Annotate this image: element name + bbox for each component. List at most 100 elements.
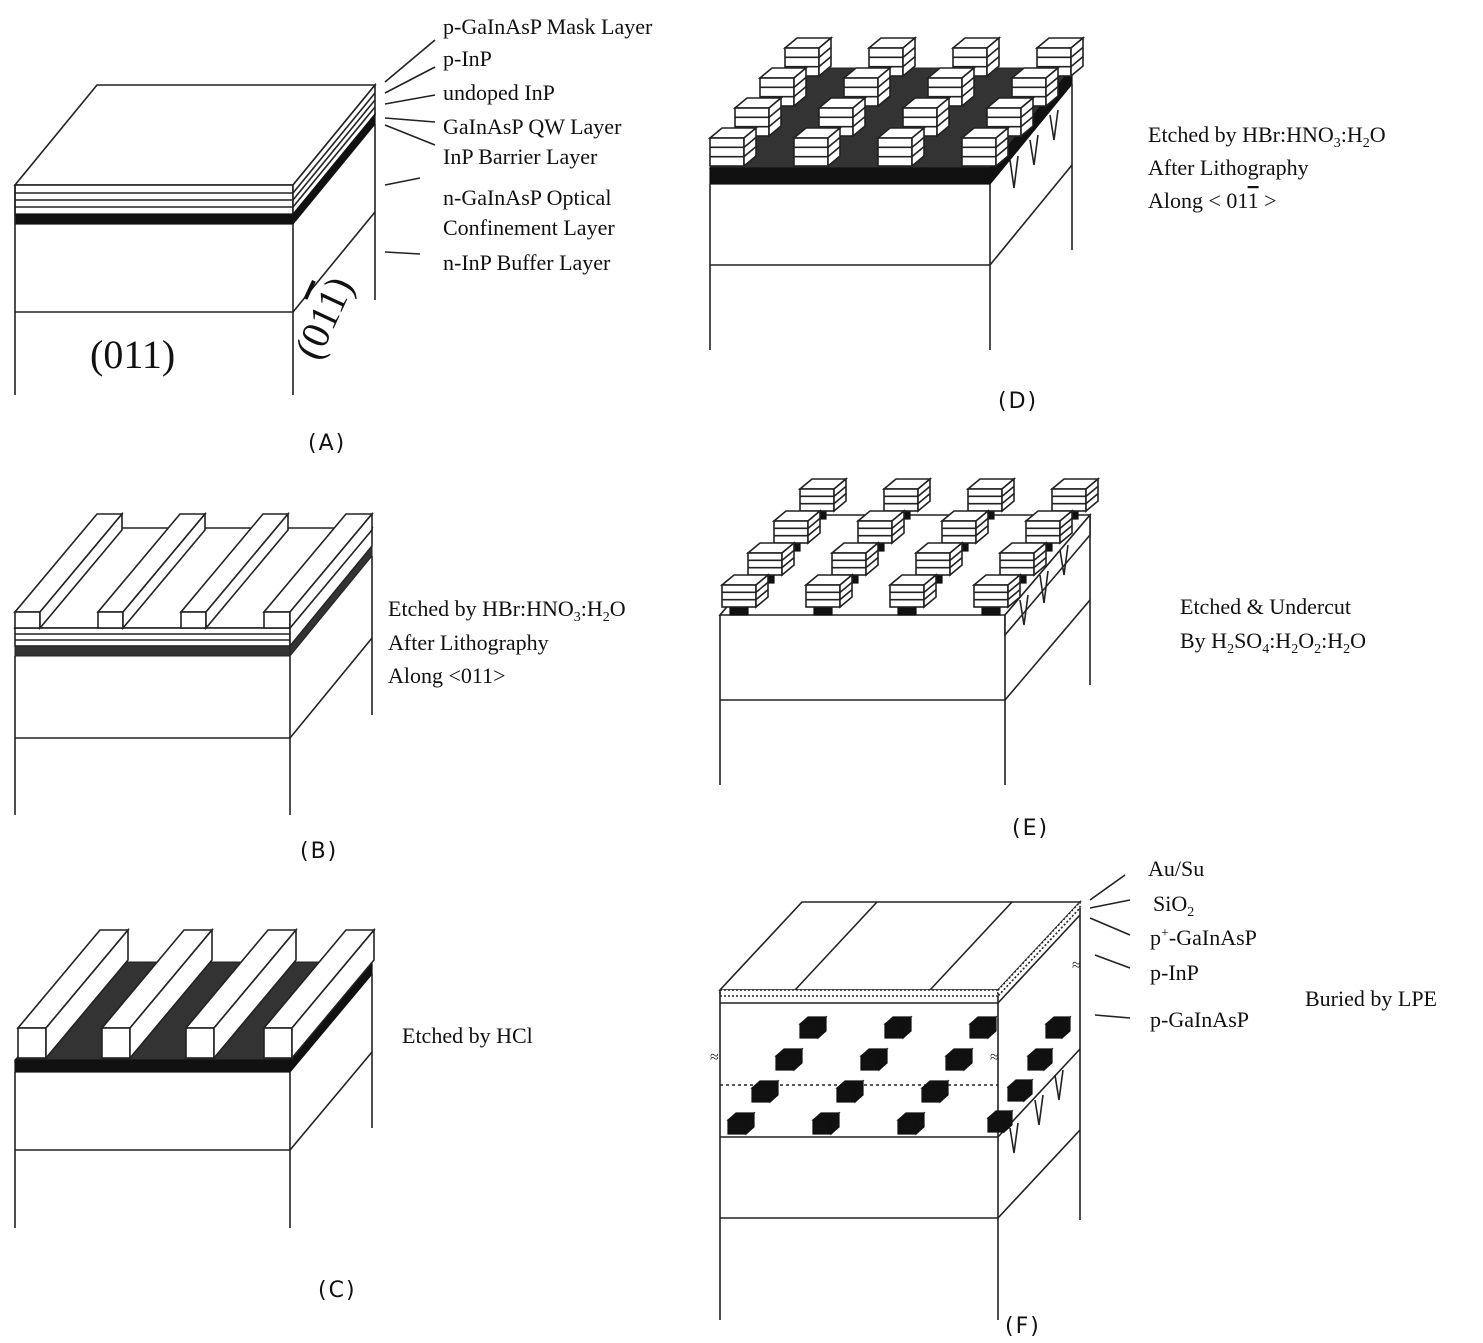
mesa-cube xyxy=(791,126,843,168)
mesa-cube xyxy=(803,573,855,609)
panel-e-note-line2: By H2SO4:H2O2:H2O xyxy=(1180,628,1366,657)
mesa-cube xyxy=(1006,1078,1034,1103)
mesa-cube xyxy=(971,573,1023,609)
panel-a-leader-lines xyxy=(384,39,436,255)
panel-f-caption: (F) xyxy=(1005,1314,1041,1339)
panel-c: Etched by HCl (C) xyxy=(13,927,533,1303)
panel-a-plane-011-label: (011) xyxy=(90,332,175,377)
mesa-cube xyxy=(1049,477,1101,513)
mesa-cube xyxy=(707,126,759,168)
sio-sub: 2 xyxy=(1187,905,1194,920)
layer-label-confinement: Confinement Layer xyxy=(443,215,615,240)
mesa-cube xyxy=(726,1111,756,1136)
mesa-cube xyxy=(1026,1047,1054,1072)
mesa-cube xyxy=(887,573,939,609)
panel-b-note-line1: Etched by HBr:HNO3:H2O xyxy=(388,596,626,625)
mesa-cube xyxy=(920,1079,950,1104)
panel-a-block xyxy=(13,82,377,395)
mesa-cube xyxy=(939,509,991,545)
break-mark: ≈ xyxy=(710,1049,719,1066)
layer-label-p-inp: p-InP xyxy=(443,46,492,71)
mesa-cube xyxy=(913,541,965,577)
d-mid: :H xyxy=(1341,122,1363,147)
b-sub1: 3 xyxy=(574,610,581,625)
panel-a: (011) (011) p-GaInAsP Mask Layer p-InP u… xyxy=(13,14,653,456)
mesa-cube xyxy=(782,36,834,78)
mesa-cube xyxy=(997,541,1049,577)
break-mark: ≈ xyxy=(1072,957,1081,974)
mesa-cube xyxy=(719,573,771,609)
panel-f-block: ≈ ≈ ≈ xyxy=(710,899,1082,1320)
b-etch: Etched by HBr:HNO xyxy=(388,596,574,621)
svg-text:(011): (011) xyxy=(285,270,362,366)
panel-b-stripes xyxy=(13,511,374,631)
e-s3: 2 xyxy=(1291,642,1298,657)
e-e: O xyxy=(1350,628,1366,653)
panel-e: Etched & Undercut By H2SO4:H2O2:H2O (E) xyxy=(718,477,1366,841)
pp-b: -GaInAsP xyxy=(1169,925,1257,950)
stripe xyxy=(13,511,124,631)
b-sub2: 2 xyxy=(603,610,610,625)
mesa-cube xyxy=(959,126,1011,168)
panel-b-caption: (B) xyxy=(300,839,338,864)
f-note-buried-by-lpe: Buried by LPE xyxy=(1305,986,1437,1011)
f-label-au-su: Au/Su xyxy=(1148,856,1204,881)
e-b: :H xyxy=(1269,628,1291,653)
mesa-cube xyxy=(866,36,918,78)
b-mid: :H xyxy=(581,596,603,621)
stripe xyxy=(184,927,298,1061)
d-sub2: 2 xyxy=(1363,136,1370,151)
d-along: Along < 01 xyxy=(1148,188,1248,213)
panel-b: Etched by HBr:HNO3:H2O After Lithography… xyxy=(13,511,626,864)
stripe xyxy=(179,511,290,631)
d-sub1: 3 xyxy=(1334,136,1341,151)
mesa-cube xyxy=(750,1079,780,1104)
mesa-cube xyxy=(883,1015,913,1040)
panel-f-leader-lines xyxy=(1089,874,1131,1019)
panel-c-stripes xyxy=(16,927,376,1061)
layer-label-buffer: n-InP Buffer Layer xyxy=(443,250,611,275)
panel-e-caption: (E) xyxy=(1012,816,1049,841)
panel-b-block xyxy=(13,525,374,815)
e-c: O xyxy=(1298,628,1314,653)
layer-label-barrier: InP Barrier Layer xyxy=(443,144,598,169)
mesa-cube xyxy=(896,1111,926,1136)
panel-b-note-line2: After Lithography xyxy=(388,630,549,655)
f-label-sio2: SiO2 xyxy=(1153,891,1194,920)
mesa-cube xyxy=(835,1079,865,1104)
sio-a: SiO xyxy=(1153,891,1187,916)
e-a: SO xyxy=(1234,628,1262,653)
pp-a: p xyxy=(1150,925,1161,950)
mesa-cube xyxy=(859,1047,889,1072)
mesa-cube xyxy=(811,1111,841,1136)
mesa-cube xyxy=(771,509,823,545)
stripe xyxy=(262,511,374,631)
panel-d-mesa-array xyxy=(707,36,1086,168)
mesa-cube xyxy=(986,1109,1014,1134)
stripe xyxy=(16,927,130,1061)
mesa-cube xyxy=(798,1015,828,1040)
break-mark: ≈ xyxy=(990,1049,999,1066)
mesa-cube xyxy=(965,477,1017,513)
panel-d: Etched by HBr:HNO3:H2O After Lithography… xyxy=(707,36,1386,414)
f-label-p-gainasp: p-GaInAsP xyxy=(1150,1007,1249,1032)
mesa-cube xyxy=(944,1047,974,1072)
panel-d-note-line1: Etched by HBr:HNO3:H2O xyxy=(1148,122,1386,151)
stripe xyxy=(100,927,214,1061)
panel-a-plane-01bar1-label: (011) xyxy=(285,270,362,366)
panel-c-note: Etched by HCl xyxy=(402,1023,533,1048)
mesa-cube xyxy=(774,1047,804,1072)
panel-b-note-line3: Along <011> xyxy=(388,663,506,688)
f-label-p-plus-gainasp: p+-GaInAsP xyxy=(1150,925,1257,950)
e-s1: 2 xyxy=(1227,642,1234,657)
e-s4: 2 xyxy=(1314,642,1321,657)
panel-f: ≈ ≈ ≈ Au/Su SiO2 p+-GaInAsP p-InP p-GaIn… xyxy=(710,856,1437,1339)
d-bar: 1 xyxy=(1248,188,1259,213)
panel-d-note-line2: After Lithography xyxy=(1148,155,1309,180)
mesa-cube xyxy=(797,477,849,513)
panel-a-caption: (A) xyxy=(308,431,346,456)
layer-label-mask: p-GaInAsP Mask Layer xyxy=(443,14,653,39)
layer-label-qw: GaInAsP QW Layer xyxy=(443,114,622,139)
mesa-cube xyxy=(745,541,797,577)
stripe xyxy=(96,511,207,631)
